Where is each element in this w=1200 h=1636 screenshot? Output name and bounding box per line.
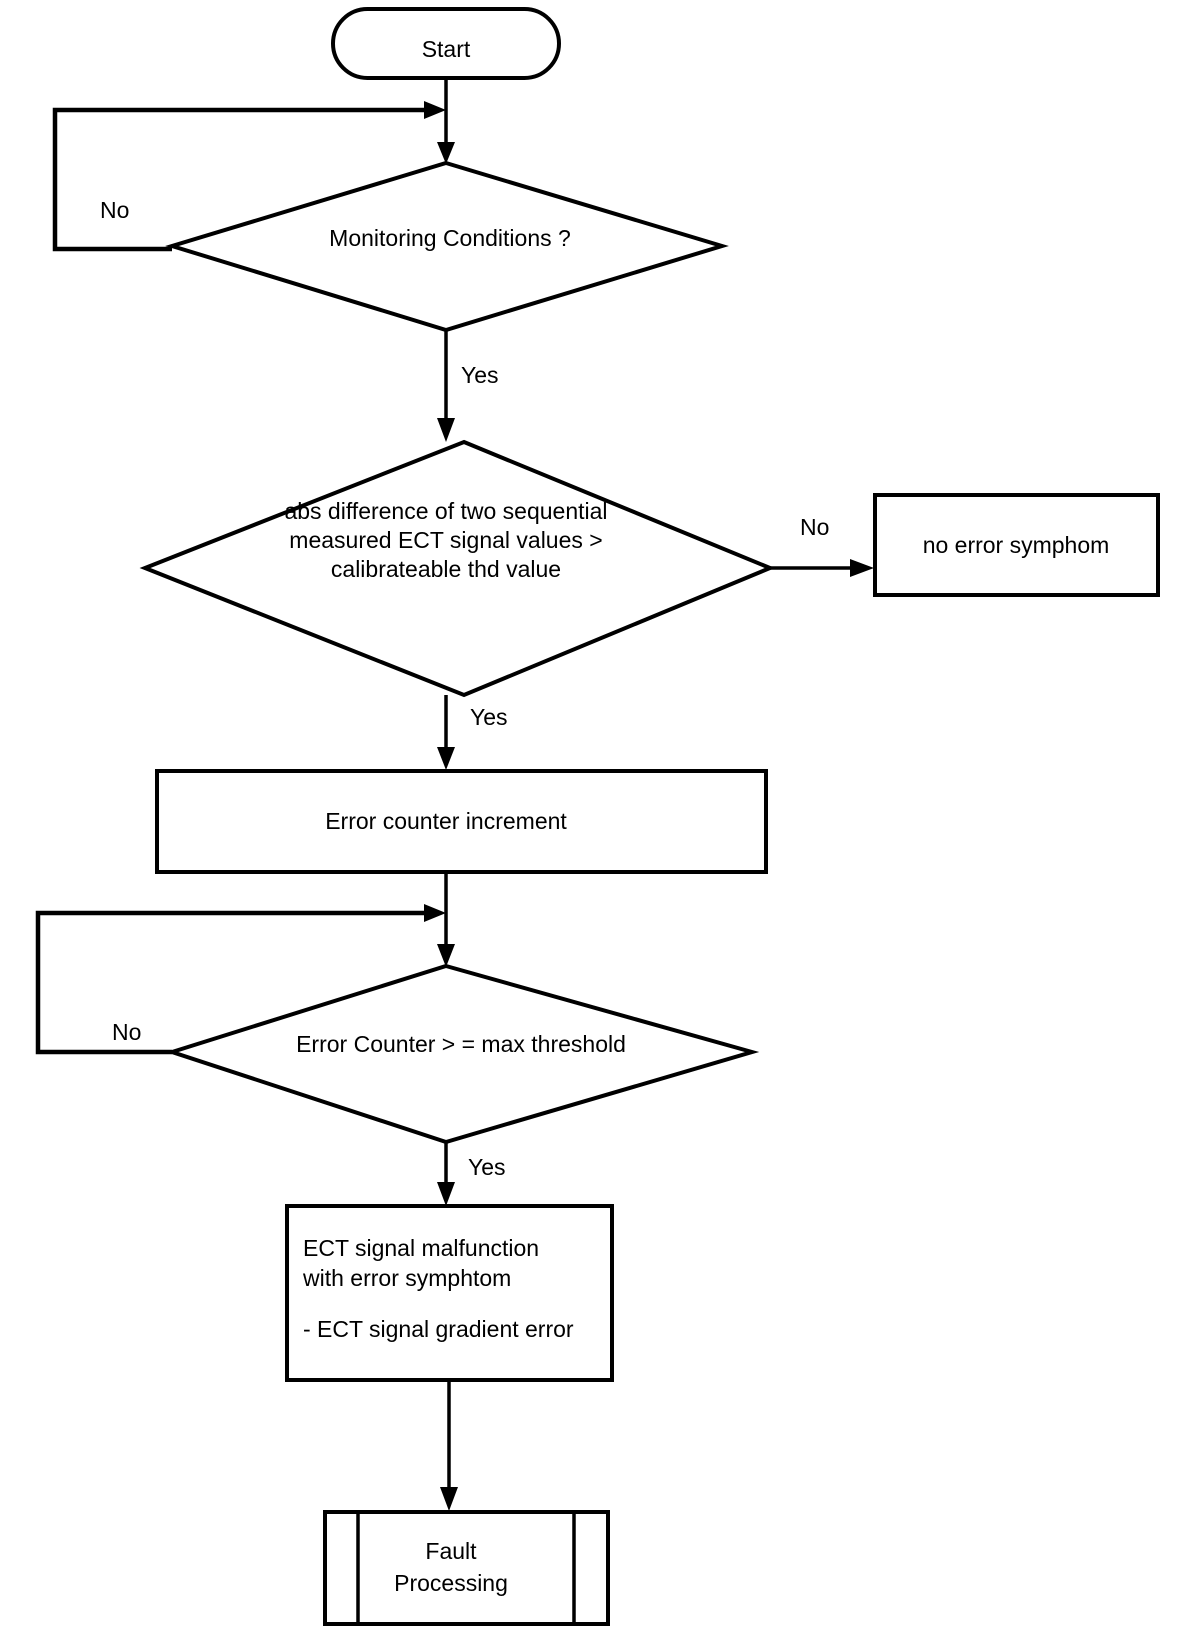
node-abs-difference-line3: calibrateable thd value <box>331 556 561 582</box>
edge-label-monitoring-yes: Yes <box>461 362 499 388</box>
node-error-counter-threshold-label: Error Counter > = max threshold <box>296 1031 626 1057</box>
arrowhead-counter-yes <box>437 1182 455 1206</box>
arrowhead-increment-to-threshold <box>437 944 455 967</box>
node-fault-processing[interactable] <box>323 1510 610 1626</box>
node-ect-malfunction-line3: - ECT signal gradient error <box>303 1316 574 1342</box>
edge-counter-no-loop <box>35 910 430 1055</box>
arrowhead-start-to-monitoring <box>437 142 455 164</box>
arrowhead-malfunction-to-fault <box>440 1487 458 1511</box>
node-error-counter-increment[interactable] <box>155 769 768 874</box>
edge-label-counter-yes: Yes <box>468 1154 506 1180</box>
node-fault-processing-line2: Processing <box>394 1570 508 1596</box>
arrowhead-counter-no-loop <box>424 904 446 922</box>
node-monitoring-conditions-label: Monitoring Conditions ? <box>329 225 571 251</box>
node-fault-processing-line1: Fault <box>425 1538 477 1564</box>
arrowhead-monitoring-yes <box>437 418 455 442</box>
node-ect-malfunction-line2: with error symphtom <box>302 1265 511 1291</box>
edge-label-monitoring-no: No <box>100 197 129 223</box>
edge-label-abs-diff-no: No <box>800 514 829 540</box>
node-ect-malfunction[interactable] <box>285 1204 614 1382</box>
node-no-error-symphom[interactable] <box>873 493 1160 597</box>
edge-monitoring-no-loop <box>52 107 430 252</box>
arrowhead-abs-diff-no <box>850 559 874 577</box>
arrowhead-abs-diff-yes <box>437 747 455 770</box>
node-abs-difference-line2: measured ECT signal values > <box>289 527 602 553</box>
node-abs-difference-line1: abs difference of two sequential <box>284 498 607 524</box>
edge-label-abs-diff-yes: Yes <box>470 704 508 730</box>
node-ect-malfunction-line1: ECT signal malfunction <box>303 1235 539 1261</box>
edge-label-counter-no: No <box>112 1019 141 1045</box>
node-no-error-symphom-label: no error symphom <box>923 532 1110 558</box>
arrowhead-monitoring-no-loop <box>424 101 446 119</box>
node-start-label: Start <box>422 36 471 62</box>
node-abs-difference[interactable] <box>139 439 776 698</box>
node-error-counter-increment-label: Error counter increment <box>325 808 567 834</box>
